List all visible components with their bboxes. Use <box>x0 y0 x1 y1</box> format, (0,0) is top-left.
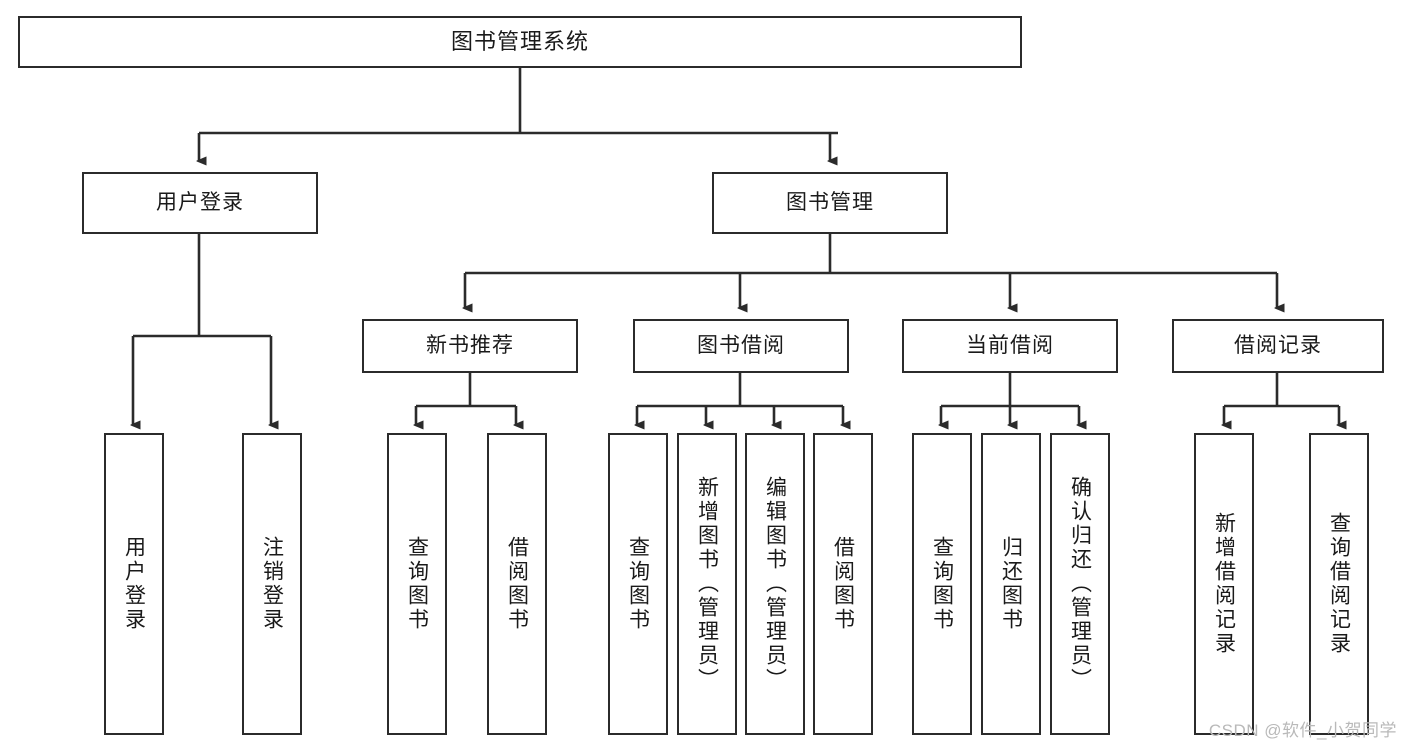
node-label: 图书管理系统 <box>450 28 589 54</box>
watermark: CSDN @软件_小贺同学 <box>1208 721 1397 740</box>
node-label: 用户登录 <box>122 536 146 632</box>
leaf-query-borrow-record[interactable]: 查询借阅记录 <box>1309 433 1369 735</box>
node-label: 借阅图书 <box>831 536 855 632</box>
node-label: 图书借阅 <box>697 334 785 358</box>
node-book-management[interactable]: 图书管理 <box>712 172 948 234</box>
node-root-system[interactable]: 图书管理系统 <box>18 16 1022 68</box>
node-label: 编辑图书（管理员） <box>763 476 787 692</box>
node-label: 查询图书 <box>405 536 429 632</box>
leaf-confirm-return-admin[interactable]: 确认归还（管理员） <box>1050 433 1110 735</box>
node-book-borrow[interactable]: 图书借阅 <box>633 319 849 373</box>
node-borrow-record[interactable]: 借阅记录 <box>1172 319 1384 373</box>
leaf-user-login[interactable]: 用户登录 <box>104 433 164 735</box>
node-label: 新增借阅记录 <box>1212 512 1236 656</box>
node-label: 当前借阅 <box>966 334 1054 358</box>
leaf-query-book-current[interactable]: 查询图书 <box>912 433 972 735</box>
node-label: 借阅图书 <box>505 536 529 632</box>
node-label: 新增图书（管理员） <box>695 476 719 692</box>
leaf-add-book-admin[interactable]: 新增图书（管理员） <box>677 433 737 735</box>
node-label: 注销登录 <box>260 536 284 632</box>
leaf-return-book[interactable]: 归还图书 <box>981 433 1041 735</box>
node-current-borrow[interactable]: 当前借阅 <box>902 319 1118 373</box>
leaf-borrow-book[interactable]: 借阅图书 <box>813 433 873 735</box>
leaf-query-book-borrow[interactable]: 查询图书 <box>608 433 668 735</box>
node-label: 查询图书 <box>930 536 954 632</box>
node-label: 归还图书 <box>999 536 1023 632</box>
node-label: 确认归还（管理员） <box>1068 476 1092 692</box>
node-label: 图书管理 <box>786 191 874 215</box>
node-label: 查询借阅记录 <box>1327 512 1351 656</box>
leaf-borrow-book-recommend[interactable]: 借阅图书 <box>487 433 547 735</box>
node-label: 查询图书 <box>626 536 650 632</box>
node-user-login[interactable]: 用户登录 <box>82 172 318 234</box>
leaf-edit-book-admin[interactable]: 编辑图书（管理员） <box>745 433 805 735</box>
node-new-book-recommend[interactable]: 新书推荐 <box>362 319 578 373</box>
node-label: 借阅记录 <box>1234 334 1322 358</box>
leaf-logout-login[interactable]: 注销登录 <box>242 433 302 735</box>
node-label: 新书推荐 <box>426 334 514 358</box>
leaf-query-book-recommend[interactable]: 查询图书 <box>387 433 447 735</box>
leaf-add-borrow-record[interactable]: 新增借阅记录 <box>1194 433 1254 735</box>
node-label: 用户登录 <box>156 191 244 215</box>
